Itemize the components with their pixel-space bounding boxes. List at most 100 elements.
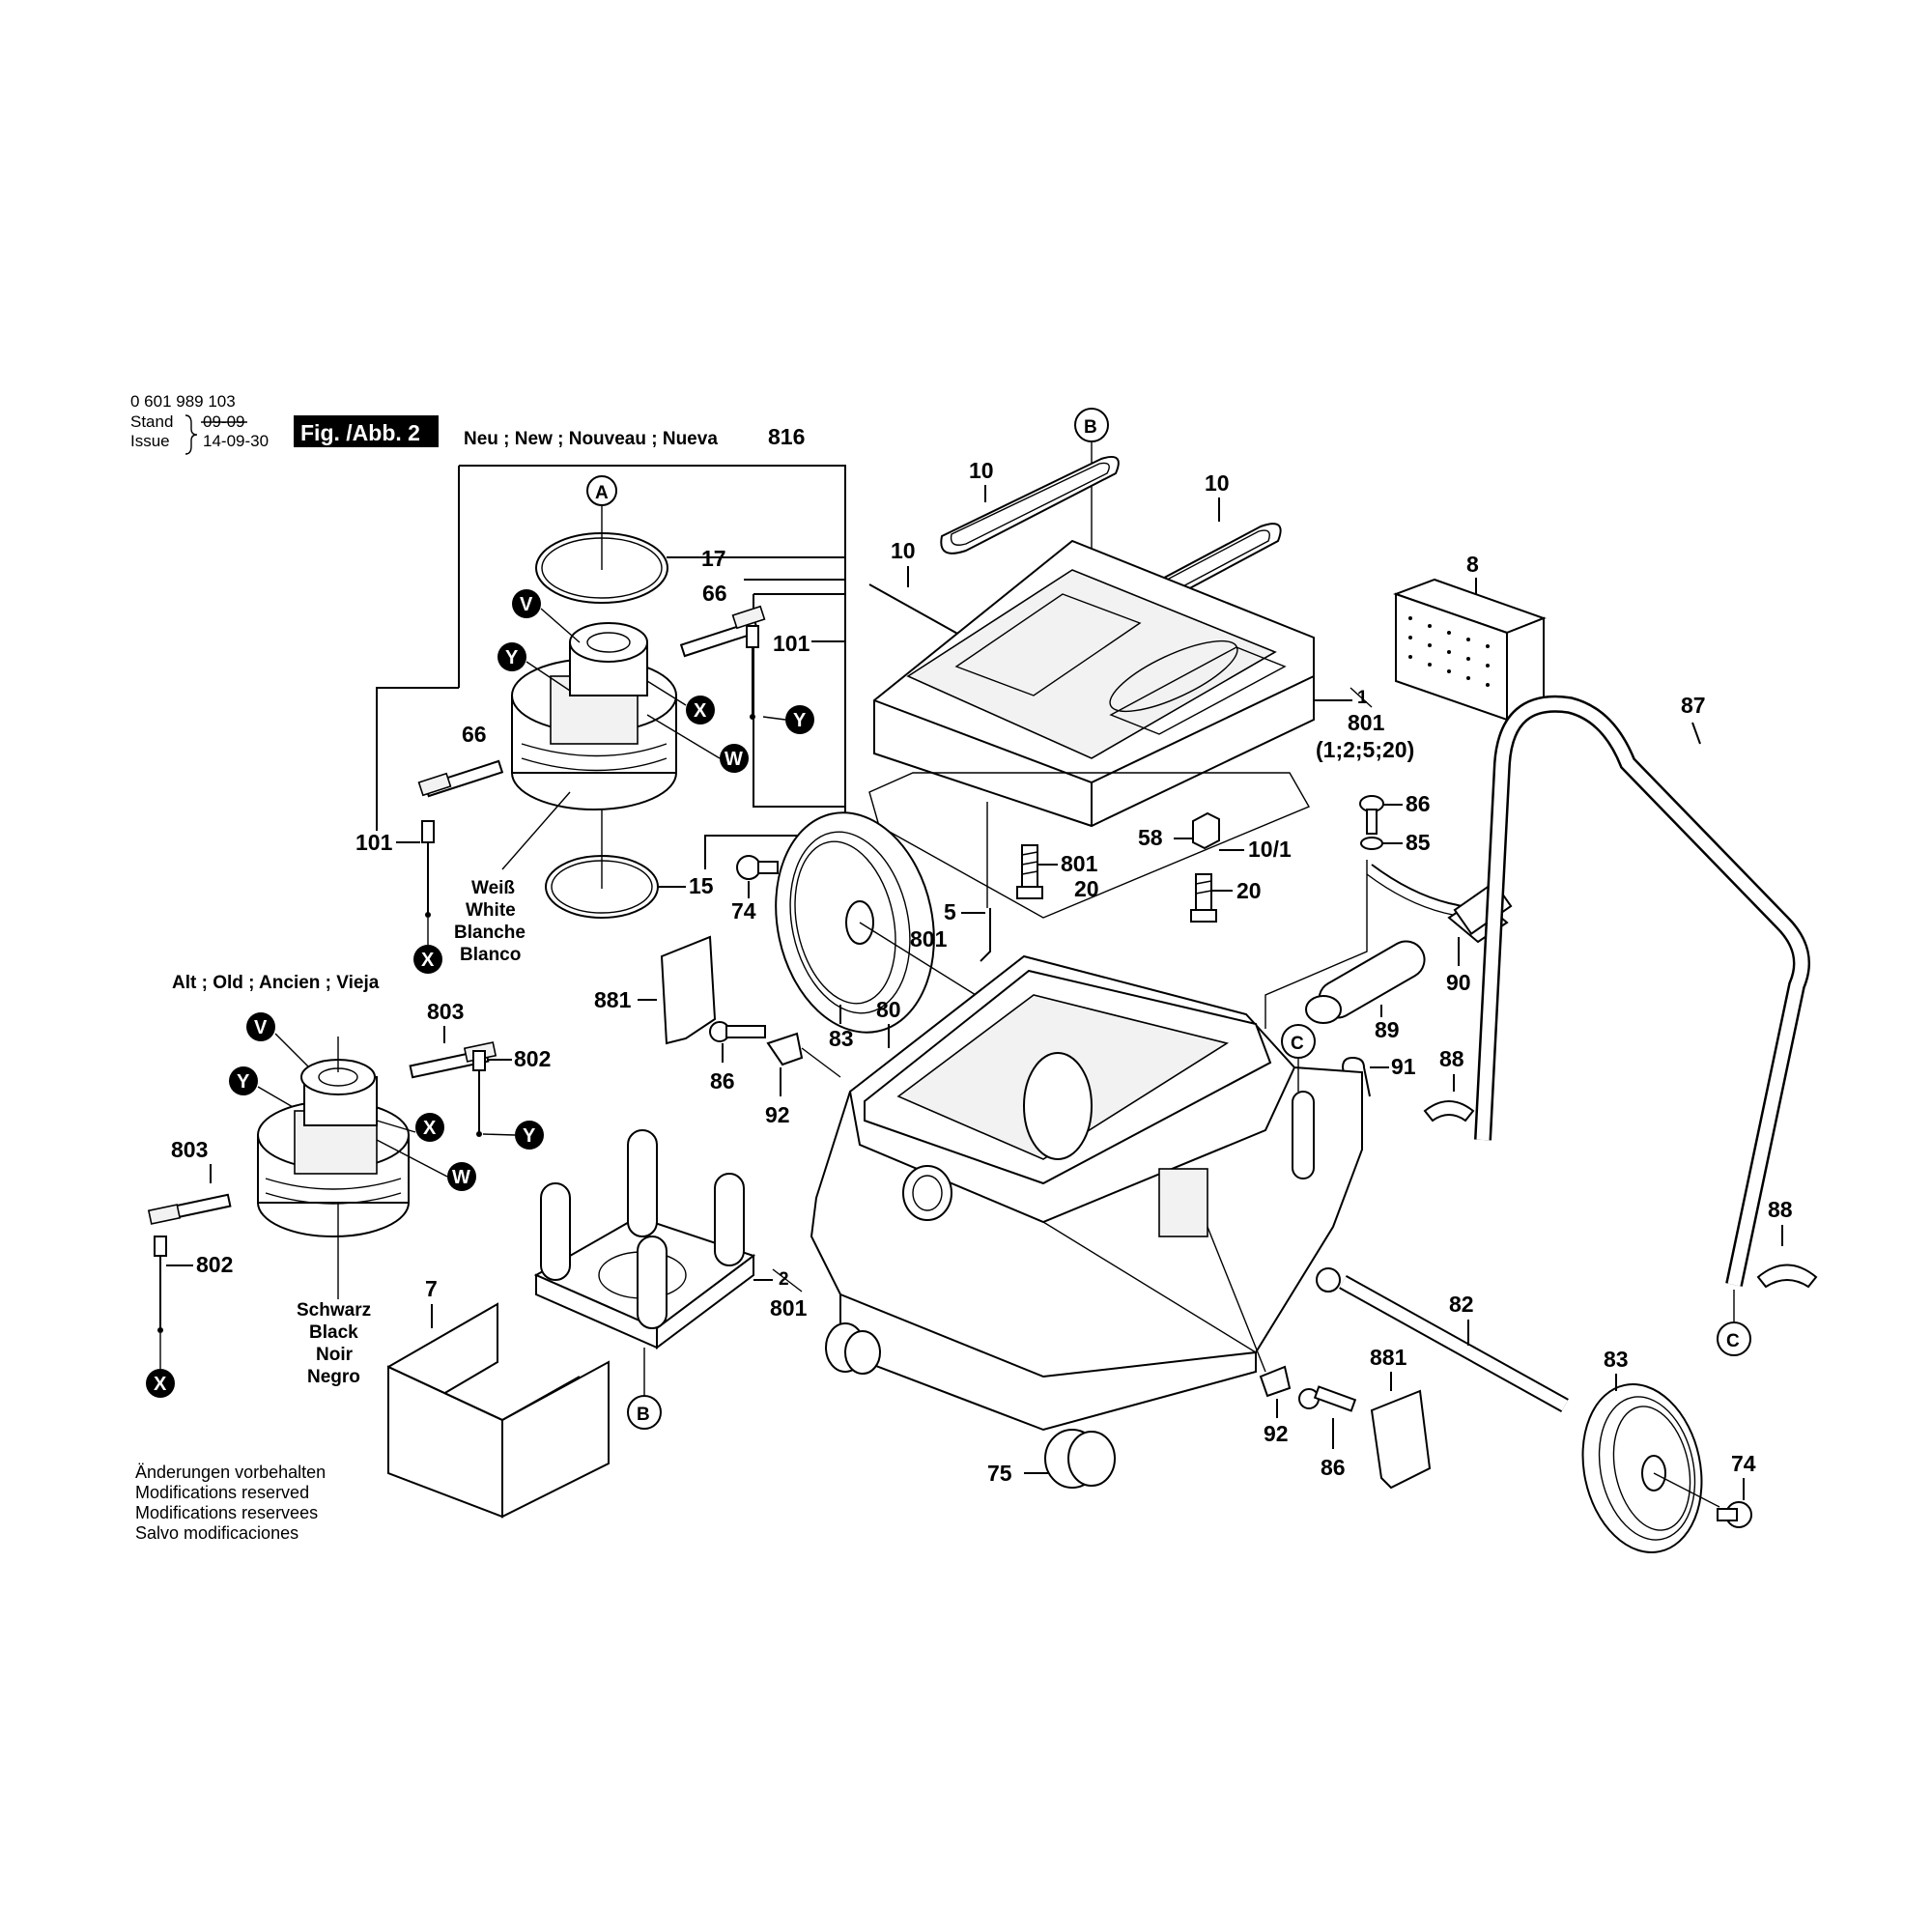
callout-c-left-letter: C: [1291, 1034, 1304, 1054]
motor-old-black: [257, 1059, 410, 1237]
label-801-top: 801: [1348, 710, 1385, 735]
callout-y-new-2-letter: Y: [793, 710, 807, 731]
screw-86-b: [1298, 1385, 1357, 1412]
callout-w-old: [447, 1162, 476, 1191]
footer-note-en: Modifications reserved: [135, 1483, 309, 1502]
label-66-top: 66: [702, 581, 727, 606]
clip-88-b: [1756, 1264, 1818, 1289]
axle-cap-74-b: [1717, 1501, 1752, 1528]
callout-b-bottom: [627, 1395, 662, 1430]
bracket-inner: [753, 594, 845, 808]
callout-y-new: [497, 642, 526, 671]
label-801-bottom: 801: [770, 1295, 808, 1321]
wheel-83-right: [1581, 1383, 1703, 1553]
label-83-right: 83: [1604, 1347, 1629, 1372]
base-tray: [533, 1129, 756, 1350]
black-motor-en: Black: [309, 1322, 358, 1343]
callout-b-bottom-letter: B: [637, 1405, 650, 1425]
carbon-brush-66-right: [679, 605, 766, 658]
lid-housing: [873, 539, 1315, 828]
cover-881-b: [1370, 1389, 1432, 1490]
callout-y-new-letter: Y: [505, 647, 519, 668]
callout-c-right-letter: C: [1726, 1331, 1740, 1351]
label-801-note: (1;2;5;20): [1316, 737, 1414, 762]
label-802-top: 802: [514, 1046, 551, 1071]
callout-y-old-2-letter: Y: [523, 1125, 536, 1147]
label-801-screw: 801: [1061, 851, 1098, 876]
screw-20: [1190, 873, 1217, 923]
label-8: 8: [1466, 552, 1479, 577]
label-5: 5: [944, 899, 956, 924]
ring-17: [535, 532, 668, 604]
label-86-a: 86: [710, 1068, 735, 1094]
callout-y-old-letter: Y: [237, 1071, 250, 1093]
label-86-b: 86: [1321, 1455, 1346, 1480]
label-66-left: 66: [462, 722, 487, 747]
callout-v-old-letter: V: [254, 1017, 268, 1038]
label-10-b: 10: [1205, 470, 1230, 496]
carbon-brush-803-left: [147, 1193, 232, 1225]
label-82: 82: [1449, 1292, 1474, 1317]
hose-89: [1305, 940, 1426, 1024]
label-80: 80: [876, 997, 901, 1022]
callout-w-old-letter: W: [452, 1167, 470, 1188]
label-803-left: 803: [171, 1137, 208, 1162]
label-87: 87: [1681, 693, 1706, 718]
stand-label: Stand: [130, 412, 173, 431]
container-80: [810, 954, 1363, 1432]
clip-88-a: [1423, 1100, 1475, 1122]
callout-v-new-letter: V: [520, 594, 533, 615]
label-58: 58: [1138, 825, 1163, 850]
motor-new-white: [511, 622, 677, 810]
callout-x-old-letter: X: [423, 1118, 437, 1139]
cover-7: [386, 1302, 610, 1519]
label-89: 89: [1375, 1017, 1400, 1042]
label-20-a: 20: [1074, 876, 1099, 901]
issue-label: Issue: [130, 432, 170, 450]
callout-v-new: [512, 589, 541, 618]
callout-x-new: [686, 696, 715, 724]
callout-a-letter: A: [595, 483, 609, 503]
white-motor-fr: Blanche: [454, 923, 526, 943]
screw-801: [1016, 844, 1043, 899]
figure-label-box: [294, 415, 439, 447]
label-91: 91: [1391, 1054, 1416, 1079]
handle-87: [1474, 695, 1810, 1287]
callout-x-old-2-letter: X: [154, 1374, 167, 1395]
callout-w-new-letter: W: [724, 749, 743, 770]
callout-w-new: [720, 744, 749, 773]
label-75: 75: [987, 1461, 1012, 1486]
label-17: 17: [701, 546, 726, 571]
black-motor-es: Negro: [307, 1367, 360, 1387]
wheel-83-left: [775, 811, 935, 1034]
label-15: 15: [689, 873, 714, 898]
label-10-a: 10: [969, 458, 994, 483]
footer-note-es: Salvo modificaciones: [135, 1523, 298, 1543]
callout-v-old: [246, 1012, 275, 1041]
footer-note-de: Änderungen vorbehalten: [135, 1463, 326, 1482]
callout-x-new-2-letter: X: [421, 950, 435, 971]
terminal-802-left: [154, 1236, 167, 1333]
black-motor-de: Schwarz: [297, 1300, 371, 1321]
label-88-a: 88: [1439, 1046, 1464, 1071]
bracket-101-left: [376, 687, 459, 831]
axle-82: [1316, 1267, 1569, 1412]
white-motor-en: White: [466, 900, 516, 921]
label-92-b: 92: [1264, 1421, 1289, 1446]
label-7: 7: [425, 1276, 438, 1301]
callout-y-new-2: [785, 705, 814, 734]
brace-icon: [185, 414, 198, 455]
callout-x-new-2: [413, 945, 442, 974]
label-74-b: 74: [1731, 1451, 1756, 1476]
callout-x-new-letter: X: [694, 700, 707, 722]
label-83-left: 83: [829, 1026, 854, 1051]
clip-92-b: [1259, 1365, 1292, 1398]
clip-58: [1192, 811, 1220, 850]
strike-1: [1350, 687, 1373, 708]
cover-881-a: [660, 935, 717, 1045]
filter-seal-10-a: [940, 455, 1120, 554]
latch-5: [980, 908, 991, 962]
screw-86-a: [709, 1021, 766, 1042]
label-2: 2: [779, 1269, 789, 1290]
